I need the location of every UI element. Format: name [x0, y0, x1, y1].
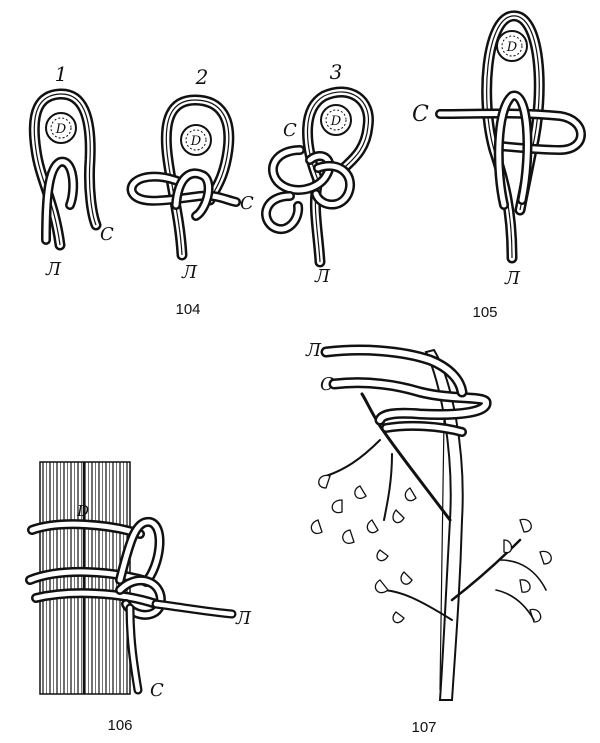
- block-disc: [496, 30, 528, 62]
- rope-end-label-a: Л: [314, 266, 331, 287]
- block-label: D: [76, 502, 89, 520]
- block-label: D: [506, 40, 518, 55]
- rope-end-label-b: С: [100, 224, 114, 245]
- fig106-caption: 106: [107, 717, 132, 734]
- step-number: 3: [330, 60, 343, 84]
- block-disc: [45, 112, 77, 144]
- fig104-caption: 104: [175, 301, 200, 318]
- rope-end-label-a: Л: [305, 340, 322, 361]
- fig104-step3: D 3 Л С: [261, 60, 374, 287]
- rope-end-label-a: Л: [504, 268, 521, 289]
- block-disc: [180, 124, 212, 156]
- fig107-caption: 107: [411, 719, 436, 736]
- rope-end-label-b: С: [150, 680, 164, 701]
- block-disc: [320, 104, 352, 136]
- rope-end-label-b: С: [412, 102, 429, 127]
- block-label: D: [55, 122, 67, 137]
- fig107: Л С: [305, 340, 552, 701]
- fig104-step2: D 2 Л С: [126, 65, 254, 283]
- step-number: 1: [55, 62, 68, 86]
- rope-end-label-b: С: [240, 193, 254, 214]
- rope-end-label-b: С: [283, 120, 297, 141]
- fig106: D Л С: [25, 461, 252, 701]
- rope-end-label-b: С: [320, 374, 334, 395]
- fig105-caption: 105: [472, 304, 497, 321]
- block-label: D: [190, 134, 202, 149]
- rope-end-label-a: Л: [181, 262, 198, 283]
- rope-end-label-a: Л: [45, 259, 62, 280]
- fig104-step1: D 1 Л С: [28, 62, 114, 280]
- fig105: D Л С: [412, 10, 586, 289]
- step-number: 2: [195, 65, 209, 89]
- tree-trunk: [424, 348, 464, 701]
- block-label: D: [330, 114, 342, 129]
- rope-end-label-a: Л: [235, 608, 252, 629]
